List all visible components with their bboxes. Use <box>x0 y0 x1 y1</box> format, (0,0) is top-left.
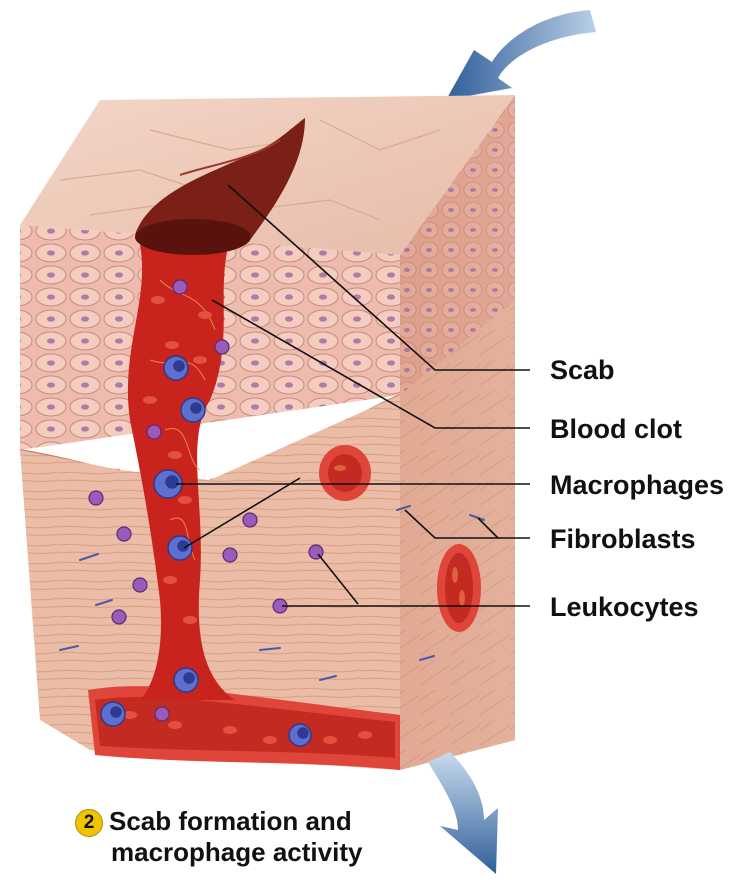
step-number-badge: 2 <box>75 809 103 837</box>
leukocyte-cell <box>223 548 237 562</box>
label-scab: Scab <box>550 357 615 384</box>
leukocyte-cell <box>117 527 131 541</box>
leukocyte-cell <box>89 491 103 505</box>
label-fibroblasts: Fibroblasts <box>550 526 696 553</box>
macrophage-cell <box>164 356 188 380</box>
leukocyte-cell <box>133 578 147 592</box>
leukocyte-cell <box>147 425 161 439</box>
dermal-vessel <box>319 445 371 501</box>
macrophage-cell <box>168 536 192 560</box>
caption-text-1: Scab formation and <box>109 806 352 836</box>
leukocyte-cell <box>243 513 257 527</box>
leukocyte-cell <box>215 340 229 354</box>
label-macrophages: Macrophages <box>550 472 724 499</box>
macrophage-cell <box>181 398 205 422</box>
leukocyte-cell <box>173 280 187 294</box>
leukocyte-cell <box>112 610 126 624</box>
leukocyte-cell <box>155 707 169 721</box>
macrophage-cell <box>289 724 311 746</box>
caption-line-2: macrophage activity <box>75 837 362 867</box>
top-arrow-icon <box>446 10 596 100</box>
macrophage-cell <box>101 702 125 726</box>
label-blood-clot: Blood clot <box>550 416 682 443</box>
macrophage-cell <box>174 668 198 692</box>
bottom-arrow-icon <box>428 752 498 874</box>
label-leukocytes: Leukocytes <box>550 594 699 621</box>
